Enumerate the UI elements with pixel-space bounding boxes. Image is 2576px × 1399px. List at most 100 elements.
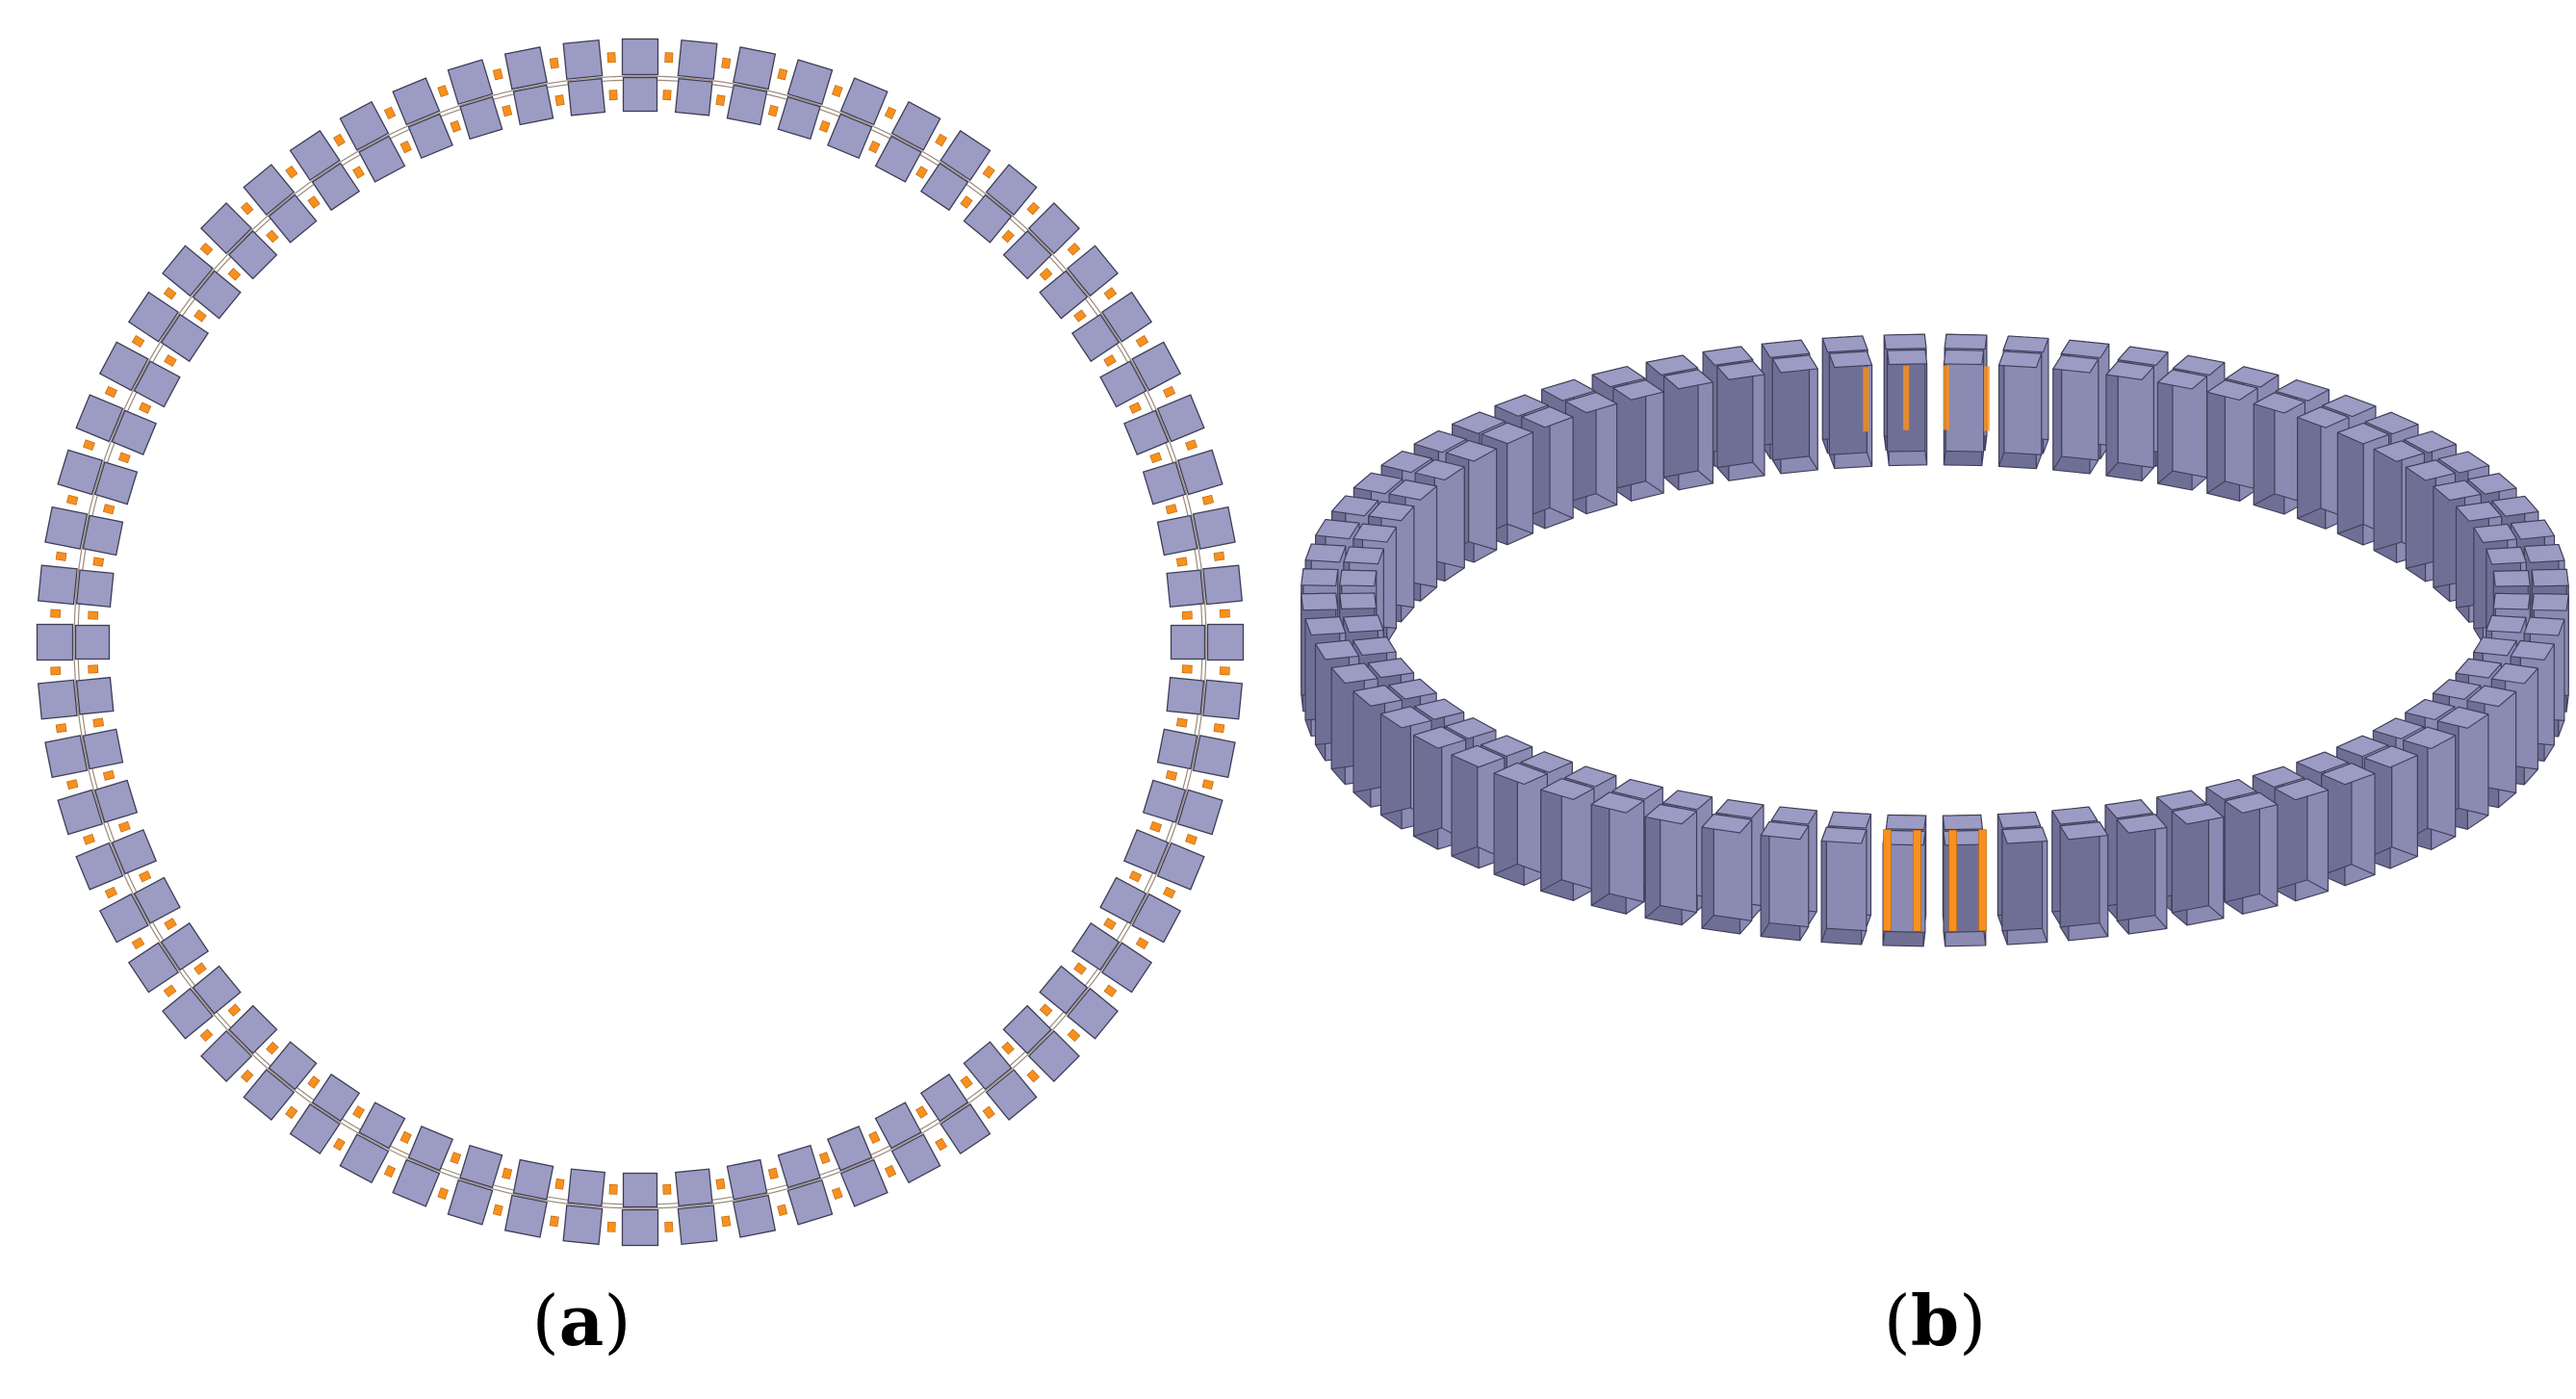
magnet-top-face: [1445, 440, 1498, 462]
magnet-side-face: [1645, 379, 1664, 494]
magnet-top-face: [1343, 546, 1384, 565]
spacer-inner-ring: [662, 90, 672, 101]
magnet-top-face: [1451, 744, 1506, 768]
magnet-block-inner: [1943, 349, 1985, 467]
magnet-inner-ring: [133, 876, 181, 924]
magnet-inner-ring: [160, 921, 210, 972]
spacer-inner-ring: [307, 1075, 321, 1089]
magnet-side-face: [2206, 379, 2226, 494]
spacer-inner-ring: [1128, 402, 1142, 414]
spacer-inner-ring: [399, 1130, 412, 1145]
magnet-outer-ring: [621, 38, 659, 76]
magnet-top-face: [2224, 791, 2279, 814]
magnet-outer-ring: [677, 39, 718, 80]
spacer-outer-ring: [1201, 779, 1214, 790]
magnet-top-face: [2486, 546, 2527, 565]
magnet-outer-ring: [339, 100, 390, 151]
magnet-top-face: [2492, 570, 2531, 587]
magnet-inner-ring: [1070, 921, 1121, 972]
magnet-top-face: [1380, 451, 1433, 474]
spacer-inner-ring: [352, 1105, 365, 1119]
magnet-top-face: [2205, 779, 2257, 800]
magnet-top-face: [1480, 735, 1533, 758]
magnet-outer-ring: [1131, 341, 1182, 392]
magnet-inner-ring: [75, 569, 115, 609]
magnet-top-face: [2322, 394, 2377, 418]
magnet-top-face: [2364, 411, 2419, 435]
magnet-outer-ring: [1206, 623, 1245, 661]
spacer-inner-ring: [92, 717, 105, 728]
magnet-top-face: [1304, 543, 1347, 563]
spacer-back-0: [1863, 367, 1869, 432]
spacer-outer-ring: [664, 1221, 674, 1232]
magnet-top-face: [1761, 339, 1811, 358]
spacer-inner-ring: [818, 1152, 831, 1165]
magnet-outer-ring: [503, 1194, 548, 1238]
spacer-outer-ring: [437, 1187, 450, 1200]
magnet-top-face: [2275, 379, 2330, 402]
magnet-outer-ring: [75, 394, 124, 443]
magnet-top-face: [1368, 501, 1415, 522]
magnet-inner-ring: [133, 360, 181, 408]
magnet-top-face: [2253, 392, 2306, 414]
magnet-side-face: [2258, 791, 2279, 907]
magnet-block-outer: [2116, 814, 2168, 935]
spacer-inner-ring: [502, 104, 513, 117]
spacer-inner-ring: [868, 140, 881, 154]
spacer-inner-ring: [164, 918, 177, 930]
magnet-top-face: [1413, 429, 1467, 453]
spacer-inner-ring: [352, 166, 365, 179]
magnet-outer-ring: [162, 245, 214, 298]
spacer-inner-ring: [818, 119, 831, 133]
magnet-side-face: [2156, 369, 2174, 484]
spacer-outer-ring: [721, 1215, 732, 1228]
magnet-outer-ring: [940, 1102, 992, 1155]
magnet-block-inner: [2052, 354, 2099, 475]
magnet-outer-ring: [162, 987, 214, 1040]
spacer-inner-ring: [117, 820, 131, 833]
magnet-outer-ring: [1027, 202, 1081, 255]
spacer-inner-ring: [92, 557, 105, 567]
spacer-outer-ring: [50, 666, 62, 676]
magnet-top-face: [1481, 422, 1533, 445]
magnet-top-face: [1820, 826, 1868, 844]
spacer-outer-ring: [104, 385, 118, 399]
magnet-block-outer: [1760, 820, 1810, 942]
magnet-outer-ring: [199, 202, 253, 255]
magnet-outer-ring: [890, 1133, 941, 1184]
magnet-top-face: [1771, 354, 1818, 374]
magnet-top-face: [2510, 519, 2556, 540]
spacer-outer-ring: [285, 1105, 298, 1120]
magnet-outer-ring: [1176, 449, 1224, 496]
magnet-block-inner: [2156, 369, 2208, 491]
magnet-top-face: [2104, 799, 2153, 819]
magnet-inner-ring: [1099, 876, 1147, 924]
spacer-inner-ring: [1149, 452, 1163, 464]
magnet-inner-ring: [75, 676, 115, 715]
magnet-side-face: [1945, 349, 1985, 453]
spacer-inner-ring: [117, 452, 131, 464]
magnet-top-face: [2172, 354, 2226, 376]
magnet-inner-ring: [1039, 270, 1089, 320]
magnet-top-face: [1301, 568, 1339, 586]
magnet-top-face: [1883, 333, 1927, 350]
magnet-top-face: [2403, 726, 2457, 750]
magnet-outer-ring: [243, 1069, 296, 1121]
magnet-block-outer: [1644, 803, 1698, 926]
magnet-outer-ring: [1027, 1029, 1080, 1082]
magnet-outer-ring: [127, 942, 180, 994]
magnet-inner-ring: [459, 1144, 503, 1189]
magnet-top-face: [1452, 411, 1507, 434]
magnet-top-face: [2486, 614, 2527, 634]
magnet-outer-ring: [733, 46, 777, 91]
spacer-outer-ring: [831, 1187, 843, 1200]
magnet-top-face: [2156, 790, 2207, 811]
magnet-inner-ring: [311, 1073, 361, 1123]
spacer-outer-ring: [721, 57, 732, 69]
magnet-outer-ring: [562, 39, 604, 80]
spacer-outer-ring: [50, 609, 62, 618]
magnet-top-face: [1413, 726, 1467, 749]
magnet-top-face: [1304, 616, 1347, 636]
magnet-outer-ring: [1156, 394, 1205, 443]
magnet-block-inner: [1716, 360, 1765, 481]
